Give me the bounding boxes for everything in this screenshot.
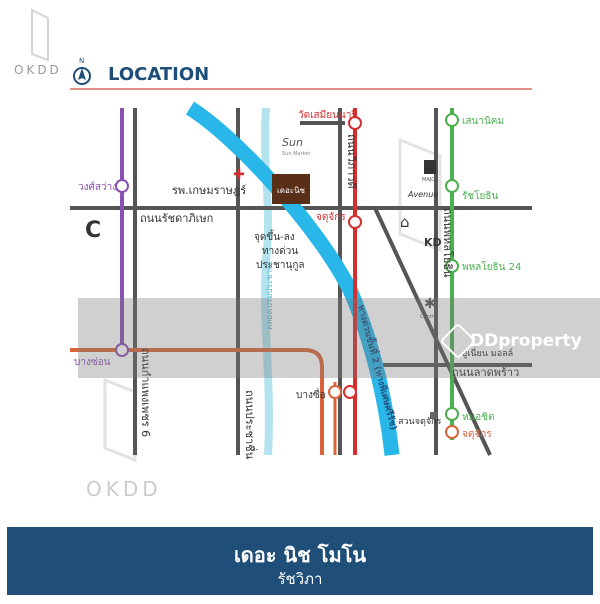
avenue-logo-icon: Avenue [407,190,438,199]
mo-chit-label: หมอชิต [462,412,494,423]
okdd-watermark [103,137,442,463]
sena-nikhom-label: เสนานิคม [462,116,504,127]
ramp-label-2: ทางด่วน [262,246,298,257]
canal-label: คลองเปรมประชากร [265,260,274,330]
project-marker [272,174,310,204]
project-footer: เดอะ นิช โมโน รัชวิภา [7,527,593,595]
vibhavadi-road-label: ถนนวิภาวดี [345,134,358,189]
north-arrow-icon [73,67,91,85]
project-name: เดอะ นิช โมโน [233,543,367,567]
ladprao-road-label: ถนนลาดพร้าว [452,366,519,379]
ratchada-road-label: ถนนรัชดาภิเษก [140,212,213,225]
okdd-logo-text: OKDD [14,63,62,77]
major-logo-icon [424,160,436,174]
ratchayothin-label: รัชโยธิน [462,189,498,202]
sun-logo-icon: Sun [282,136,303,149]
okdd-logo [31,8,49,62]
union-mall-label: ยูเนี่ยน มอลล์ [462,346,513,359]
expressway-tollway [185,101,400,456]
chatuchak-park-label: สวนจตุจักร [398,417,442,427]
jatujak-bottom-label: จตุจักร [462,429,492,440]
c-logo-icon: C [85,218,101,243]
watermark-banner [78,298,600,378]
central-logo-icon: ✱ [424,296,436,312]
north-label: N [79,57,84,65]
wong-sawang-label: วงศ์สว่าง [78,181,117,193]
phahon-24-label: พหลโยธิน 24 [462,260,521,273]
bang-sue-label: บางซื่อ [296,387,326,401]
okdd-watermark-text: OKDD [86,477,162,501]
station-markers [115,113,459,439]
pracha-chuen-road-label: ถนนประชาชื่น [243,390,258,460]
project-area: รัชวิภา [277,570,323,588]
project-label: เดอะนิช [277,186,306,195]
central-label: Central [420,314,438,320]
hospital-cross-icon: ✚ [233,167,245,183]
ddproperty-watermark: DDproperty [470,331,582,351]
ramp-label-3: ประชานุกูล [256,260,305,271]
canal [261,107,273,456]
hospital-label: รพ.เกษมราษฎร์ [172,184,246,197]
park-icon [430,412,437,419]
kd-logo-icon: KD [424,236,442,249]
page-title: LOCATION [108,64,209,85]
temple-icon: ⌂ [400,213,410,231]
kampang-phet-road-label: ถนนกำแพงเพชร 6 [139,348,152,437]
bang-son-label: บางซ่อน [74,357,111,368]
orange-line [70,348,324,455]
jatujak-top-label: จตุจักร [316,212,346,223]
ramp-label-1: จุดขึ้น-ลง [254,229,295,243]
major-label: MAJOR [422,177,439,183]
phahon-road-label: ถนนพหลโยธิน [441,208,455,278]
temple-label: วัดเสมียนนารี [298,109,357,121]
sun-market-label: Sun Market [282,151,310,157]
